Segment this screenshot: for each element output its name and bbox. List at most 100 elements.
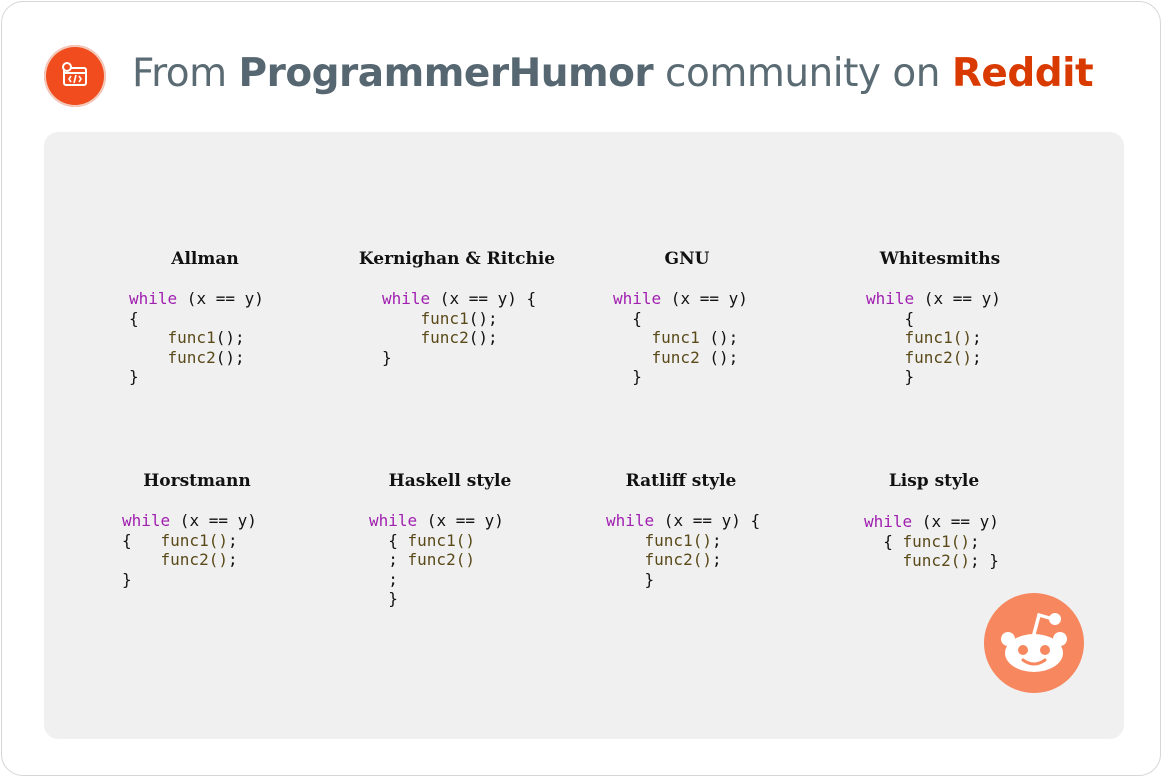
reddit-snoo-icon: [1001, 612, 1067, 672]
code-text: (x == y): [170, 511, 257, 530]
code-line: func2();: [606, 550, 722, 569]
code-keyword: while: [129, 289, 178, 308]
code-keyword: while: [122, 511, 171, 530]
code-text: }: [866, 367, 915, 387]
code-text: }: [369, 589, 398, 609]
code-text: }: [606, 569, 655, 589]
code-text: (x == y) {: [654, 511, 761, 530]
code-text: [866, 328, 905, 347]
code-line: { func1();: [864, 531, 980, 551]
code-block-ratliff: while (x == y) { func1(); func2(); }: [606, 511, 760, 589]
code-line: while (x == y): [864, 512, 999, 531]
code-function: func1: [420, 308, 469, 328]
code-text: [129, 328, 168, 347]
code-line: }: [382, 348, 392, 367]
code-line: {: [129, 309, 139, 328]
code-text: ;: [971, 347, 982, 367]
code-text: ;: [711, 550, 722, 570]
code-text: ;: [971, 328, 982, 348]
code-line: func2();: [129, 348, 245, 367]
code-line: }: [866, 367, 915, 387]
code-text: ;: [227, 550, 238, 570]
code-line: while (x == y): [129, 289, 264, 308]
code-line: }: [613, 367, 642, 386]
code-function: func1: [167, 328, 216, 348]
code-text: ();: [215, 328, 245, 348]
code-window-icon: [62, 62, 87, 86]
code-line: {: [866, 309, 915, 328]
code-keyword: while: [382, 289, 431, 308]
code-text: ();: [468, 308, 498, 328]
code-text: (x == y): [417, 511, 504, 530]
style-title-whitesmiths: Whitesmiths: [879, 249, 1001, 269]
code-function: func1(): [904, 328, 972, 348]
code-line: ;: [369, 570, 398, 589]
code-line: { func1(): [369, 531, 475, 550]
platform-name-link[interactable]: Reddit: [951, 51, 1094, 96]
code-text: ;: [369, 569, 398, 589]
code-text: (x == y): [661, 289, 748, 308]
code-keyword: while: [369, 511, 418, 530]
code-text: [613, 348, 652, 367]
code-text: ();: [468, 328, 498, 348]
code-text: [866, 348, 905, 367]
code-keyword: while: [866, 289, 915, 308]
code-text: (x == y): [912, 512, 999, 531]
code-keyword: while: [606, 511, 655, 530]
community-name-link[interactable]: ProgrammerHumor: [238, 51, 654, 96]
code-text: ;: [969, 531, 980, 551]
code-text: {: [122, 530, 161, 550]
code-keyword: while: [613, 289, 662, 308]
code-line: { func1();: [122, 531, 238, 550]
code-text: }: [613, 367, 642, 387]
code-line: while (x == y): [866, 289, 1001, 308]
code-line: while (x == y) {: [382, 289, 536, 308]
code-text: [382, 328, 421, 347]
code-text: ;: [369, 550, 408, 570]
meme-image[interactable]: [44, 132, 1124, 739]
header-prefix: From: [132, 51, 239, 96]
code-function: func2(): [904, 347, 972, 367]
code-text: ; }: [969, 551, 999, 571]
code-block-whitesmiths: while (x == y) { func1(); func2(); }: [866, 289, 1001, 387]
code-line: func1();: [606, 531, 722, 550]
code-text: ();: [699, 328, 739, 348]
code-line: func2 ();: [613, 347, 739, 367]
code-text: [122, 550, 161, 569]
code-text: ();: [215, 347, 245, 367]
code-function: func2: [167, 347, 216, 367]
code-line: }: [369, 589, 398, 608]
code-line: func2();: [382, 328, 498, 347]
code-line: func1 ();: [613, 328, 739, 348]
code-function: func2(): [160, 550, 228, 570]
code-text: }: [382, 347, 392, 367]
code-text: (x == y): [177, 289, 264, 308]
code-function: func1(): [160, 530, 228, 550]
code-function: func2(): [407, 550, 475, 570]
style-title-gnu: GNU: [664, 249, 710, 269]
code-text: (x == y) {: [430, 289, 537, 308]
code-text: ;: [711, 530, 722, 550]
code-text: [606, 550, 645, 569]
code-text: [129, 348, 168, 367]
code-text: ();: [699, 347, 739, 367]
code-function: func1(): [407, 530, 475, 550]
code-block-haskell: while (x == y) { func1() ; func2() ; }: [369, 511, 504, 609]
code-line: while (x == y): [613, 289, 748, 308]
style-title-allman: Allman: [171, 249, 239, 269]
code-text: [613, 328, 652, 347]
code-text: }: [122, 569, 132, 589]
code-text: {: [864, 531, 903, 551]
code-line: while (x == y): [369, 511, 504, 530]
code-text: {: [369, 530, 408, 550]
reddit-logo[interactable]: [984, 593, 1084, 693]
post-header: From ProgrammerHumor community on Reddit: [132, 50, 1094, 98]
community-avatar[interactable]: [44, 45, 106, 107]
code-function: func1(): [644, 530, 712, 550]
code-line: {: [613, 309, 642, 328]
code-line: ; func2(): [369, 550, 475, 569]
code-text: (x == y): [914, 289, 1001, 308]
code-line: func2();: [122, 550, 238, 569]
code-line: while (x == y): [122, 511, 257, 530]
